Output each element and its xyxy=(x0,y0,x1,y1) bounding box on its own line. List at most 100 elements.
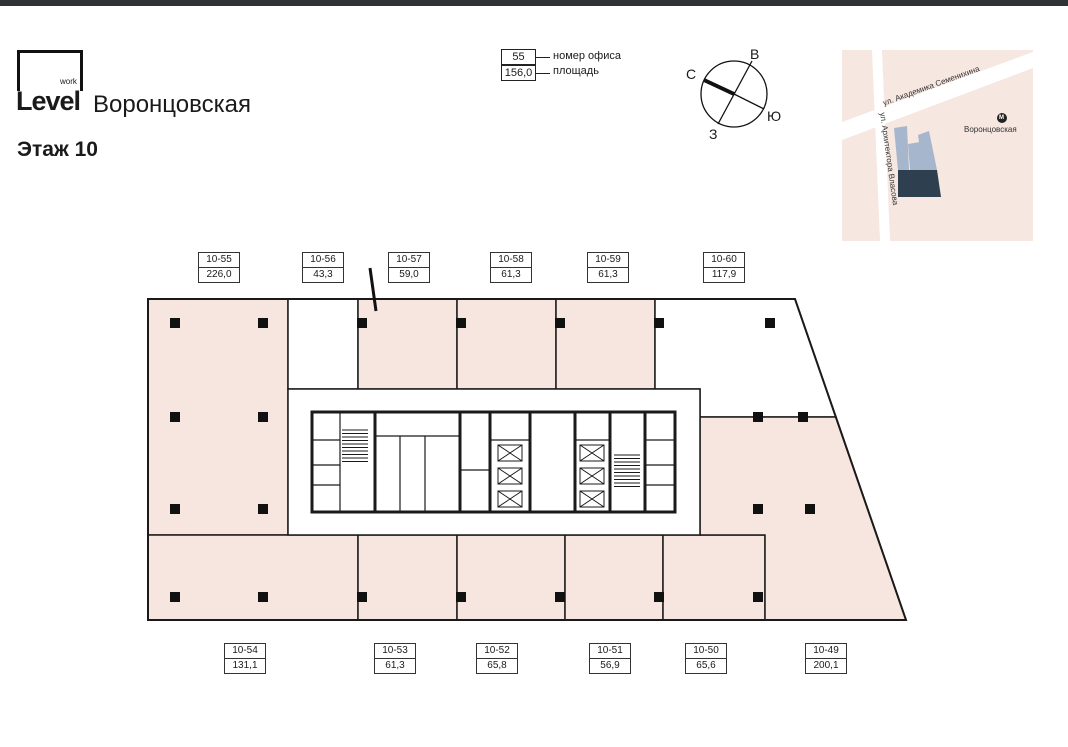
column xyxy=(258,412,268,422)
elevator-icon xyxy=(497,444,523,462)
office-number: 10-58 xyxy=(491,253,531,268)
legend-number-label: номер офиса xyxy=(553,50,621,62)
elevator-icon xyxy=(579,490,605,508)
vent-shaft xyxy=(368,267,378,312)
column xyxy=(555,318,565,328)
legend-area-box: 156,0 xyxy=(501,65,536,81)
core-details xyxy=(312,412,675,512)
column xyxy=(753,412,763,422)
compass-north: С xyxy=(686,66,697,82)
column xyxy=(170,412,180,422)
office-area: 200,1 xyxy=(813,660,839,671)
building-core xyxy=(310,410,677,514)
column xyxy=(555,592,565,602)
location-map: ул. Академика Семенихина ул. Архитектора… xyxy=(842,50,1033,241)
metro-icon: М xyxy=(999,115,1004,121)
office-area: 117,9 xyxy=(711,269,737,280)
office-10-54[interactable] xyxy=(147,534,359,621)
elevator-icons xyxy=(497,444,605,508)
office-number: 10-53 xyxy=(375,644,415,659)
column xyxy=(170,318,180,328)
office-10-56[interactable] xyxy=(287,298,359,390)
office-number: 10-54 xyxy=(225,644,265,659)
column xyxy=(258,504,268,514)
office-10-53[interactable] xyxy=(357,534,458,621)
office-area: 59,0 xyxy=(399,269,419,280)
office-number: 10-59 xyxy=(588,253,628,268)
office-area: 56,9 xyxy=(600,660,620,671)
office-10-59[interactable] xyxy=(555,298,656,390)
office-number: 10-56 xyxy=(303,253,343,268)
office-area: 61,3 xyxy=(385,660,405,671)
column xyxy=(357,318,367,328)
office-number: 10-52 xyxy=(477,644,517,659)
column xyxy=(753,504,763,514)
office-10-58[interactable] xyxy=(456,298,557,390)
legend-area-label: площадь xyxy=(553,65,599,77)
office-area: 65,6 xyxy=(696,660,716,671)
logo-frame xyxy=(17,50,83,91)
office-10-52[interactable] xyxy=(456,534,566,621)
legend-number-box: 55 xyxy=(501,49,536,65)
elevator-icon xyxy=(497,490,523,508)
logo-level: Level xyxy=(16,86,81,116)
top-bar xyxy=(0,0,1068,6)
elevator-icon xyxy=(579,467,605,485)
stairs-icons xyxy=(342,429,640,487)
column xyxy=(170,504,180,514)
office-area: 43,3 xyxy=(313,269,333,280)
logo: work Level xyxy=(16,50,83,116)
column xyxy=(654,318,664,328)
metro-station-label: Воронцовская xyxy=(964,125,1017,134)
structural-columns xyxy=(170,318,815,602)
elevator-icon xyxy=(579,444,605,462)
compass-east: В xyxy=(750,46,760,62)
compass-south: Ю xyxy=(767,108,782,124)
column xyxy=(258,592,268,602)
column xyxy=(357,592,367,602)
column xyxy=(258,318,268,328)
map-graphic xyxy=(842,50,1033,241)
office-area: 61,3 xyxy=(501,269,521,280)
outer-wall xyxy=(147,298,908,621)
project-name: Воронцовская xyxy=(93,91,251,118)
logo-work: work xyxy=(60,77,77,86)
column xyxy=(753,592,763,602)
office-10-50[interactable] xyxy=(662,534,766,621)
column xyxy=(654,592,664,602)
column xyxy=(456,592,466,602)
legend-line xyxy=(536,57,550,58)
legend-line xyxy=(536,73,550,74)
office-number: 10-51 xyxy=(590,644,630,659)
office-area: 226,0 xyxy=(206,269,232,280)
office-number: 10-57 xyxy=(389,253,429,268)
office-number: 10-49 xyxy=(806,644,846,659)
column xyxy=(798,412,808,422)
office-number: 10-50 xyxy=(686,644,726,659)
office-10-51[interactable] xyxy=(564,534,664,621)
elevator-icon xyxy=(497,467,523,485)
office-area: 131,1 xyxy=(232,660,258,671)
office-area: 65,8 xyxy=(487,660,507,671)
column xyxy=(805,504,815,514)
office-number: 10-60 xyxy=(704,253,744,268)
office-10-57[interactable] xyxy=(357,298,458,390)
column xyxy=(456,318,466,328)
compass-west: З xyxy=(709,126,718,142)
floor-title: Этаж 10 xyxy=(17,138,98,161)
column xyxy=(765,318,775,328)
office-area: 61,3 xyxy=(598,269,618,280)
